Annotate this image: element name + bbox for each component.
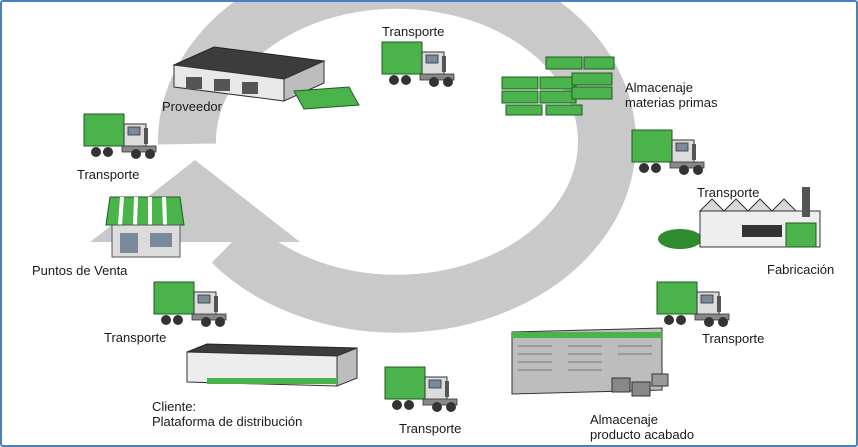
factory-icon xyxy=(658,187,821,249)
pallets-icon xyxy=(501,56,615,116)
label-cliente-2: Plataforma de distribución xyxy=(152,414,303,429)
label-transporte-top: Transporte xyxy=(382,24,445,39)
label-transporte-right-top: Transporte xyxy=(697,185,760,200)
warehouse-icon xyxy=(172,46,360,110)
label-almacenaje-producto-1: Almacenaje xyxy=(590,412,658,427)
label-cliente-1: Cliente: xyxy=(152,399,197,414)
distribution-center-icon xyxy=(186,343,358,387)
label-puntos-venta: Puntos de Venta xyxy=(32,263,128,278)
truck-icon xyxy=(656,281,730,328)
label-proveedor: Proveedor xyxy=(162,99,222,114)
truck-icon xyxy=(153,281,227,328)
truck-icon xyxy=(83,113,157,160)
label-almacenaje-producto-2: producto acabado xyxy=(590,427,695,442)
label-fabricacion: Fabricación xyxy=(767,262,835,277)
label-almacenaje-materias-2: materias primas xyxy=(625,95,718,110)
label-transporte-left-bottom: Transporte xyxy=(104,330,167,345)
label-transporte-left-top: Transporte xyxy=(77,167,140,182)
label-transporte-bottom: Transporte xyxy=(399,421,462,436)
shop-icon xyxy=(105,196,185,258)
label-transporte-right-bottom: Transporte xyxy=(702,331,765,346)
truck-icon xyxy=(384,366,458,413)
truck-icon xyxy=(381,41,455,88)
truck-icon xyxy=(631,129,705,176)
label-almacenaje-materias-1: Almacenaje xyxy=(625,80,693,95)
warehouse-icon xyxy=(511,327,669,397)
cycle-ring xyxy=(90,2,636,333)
